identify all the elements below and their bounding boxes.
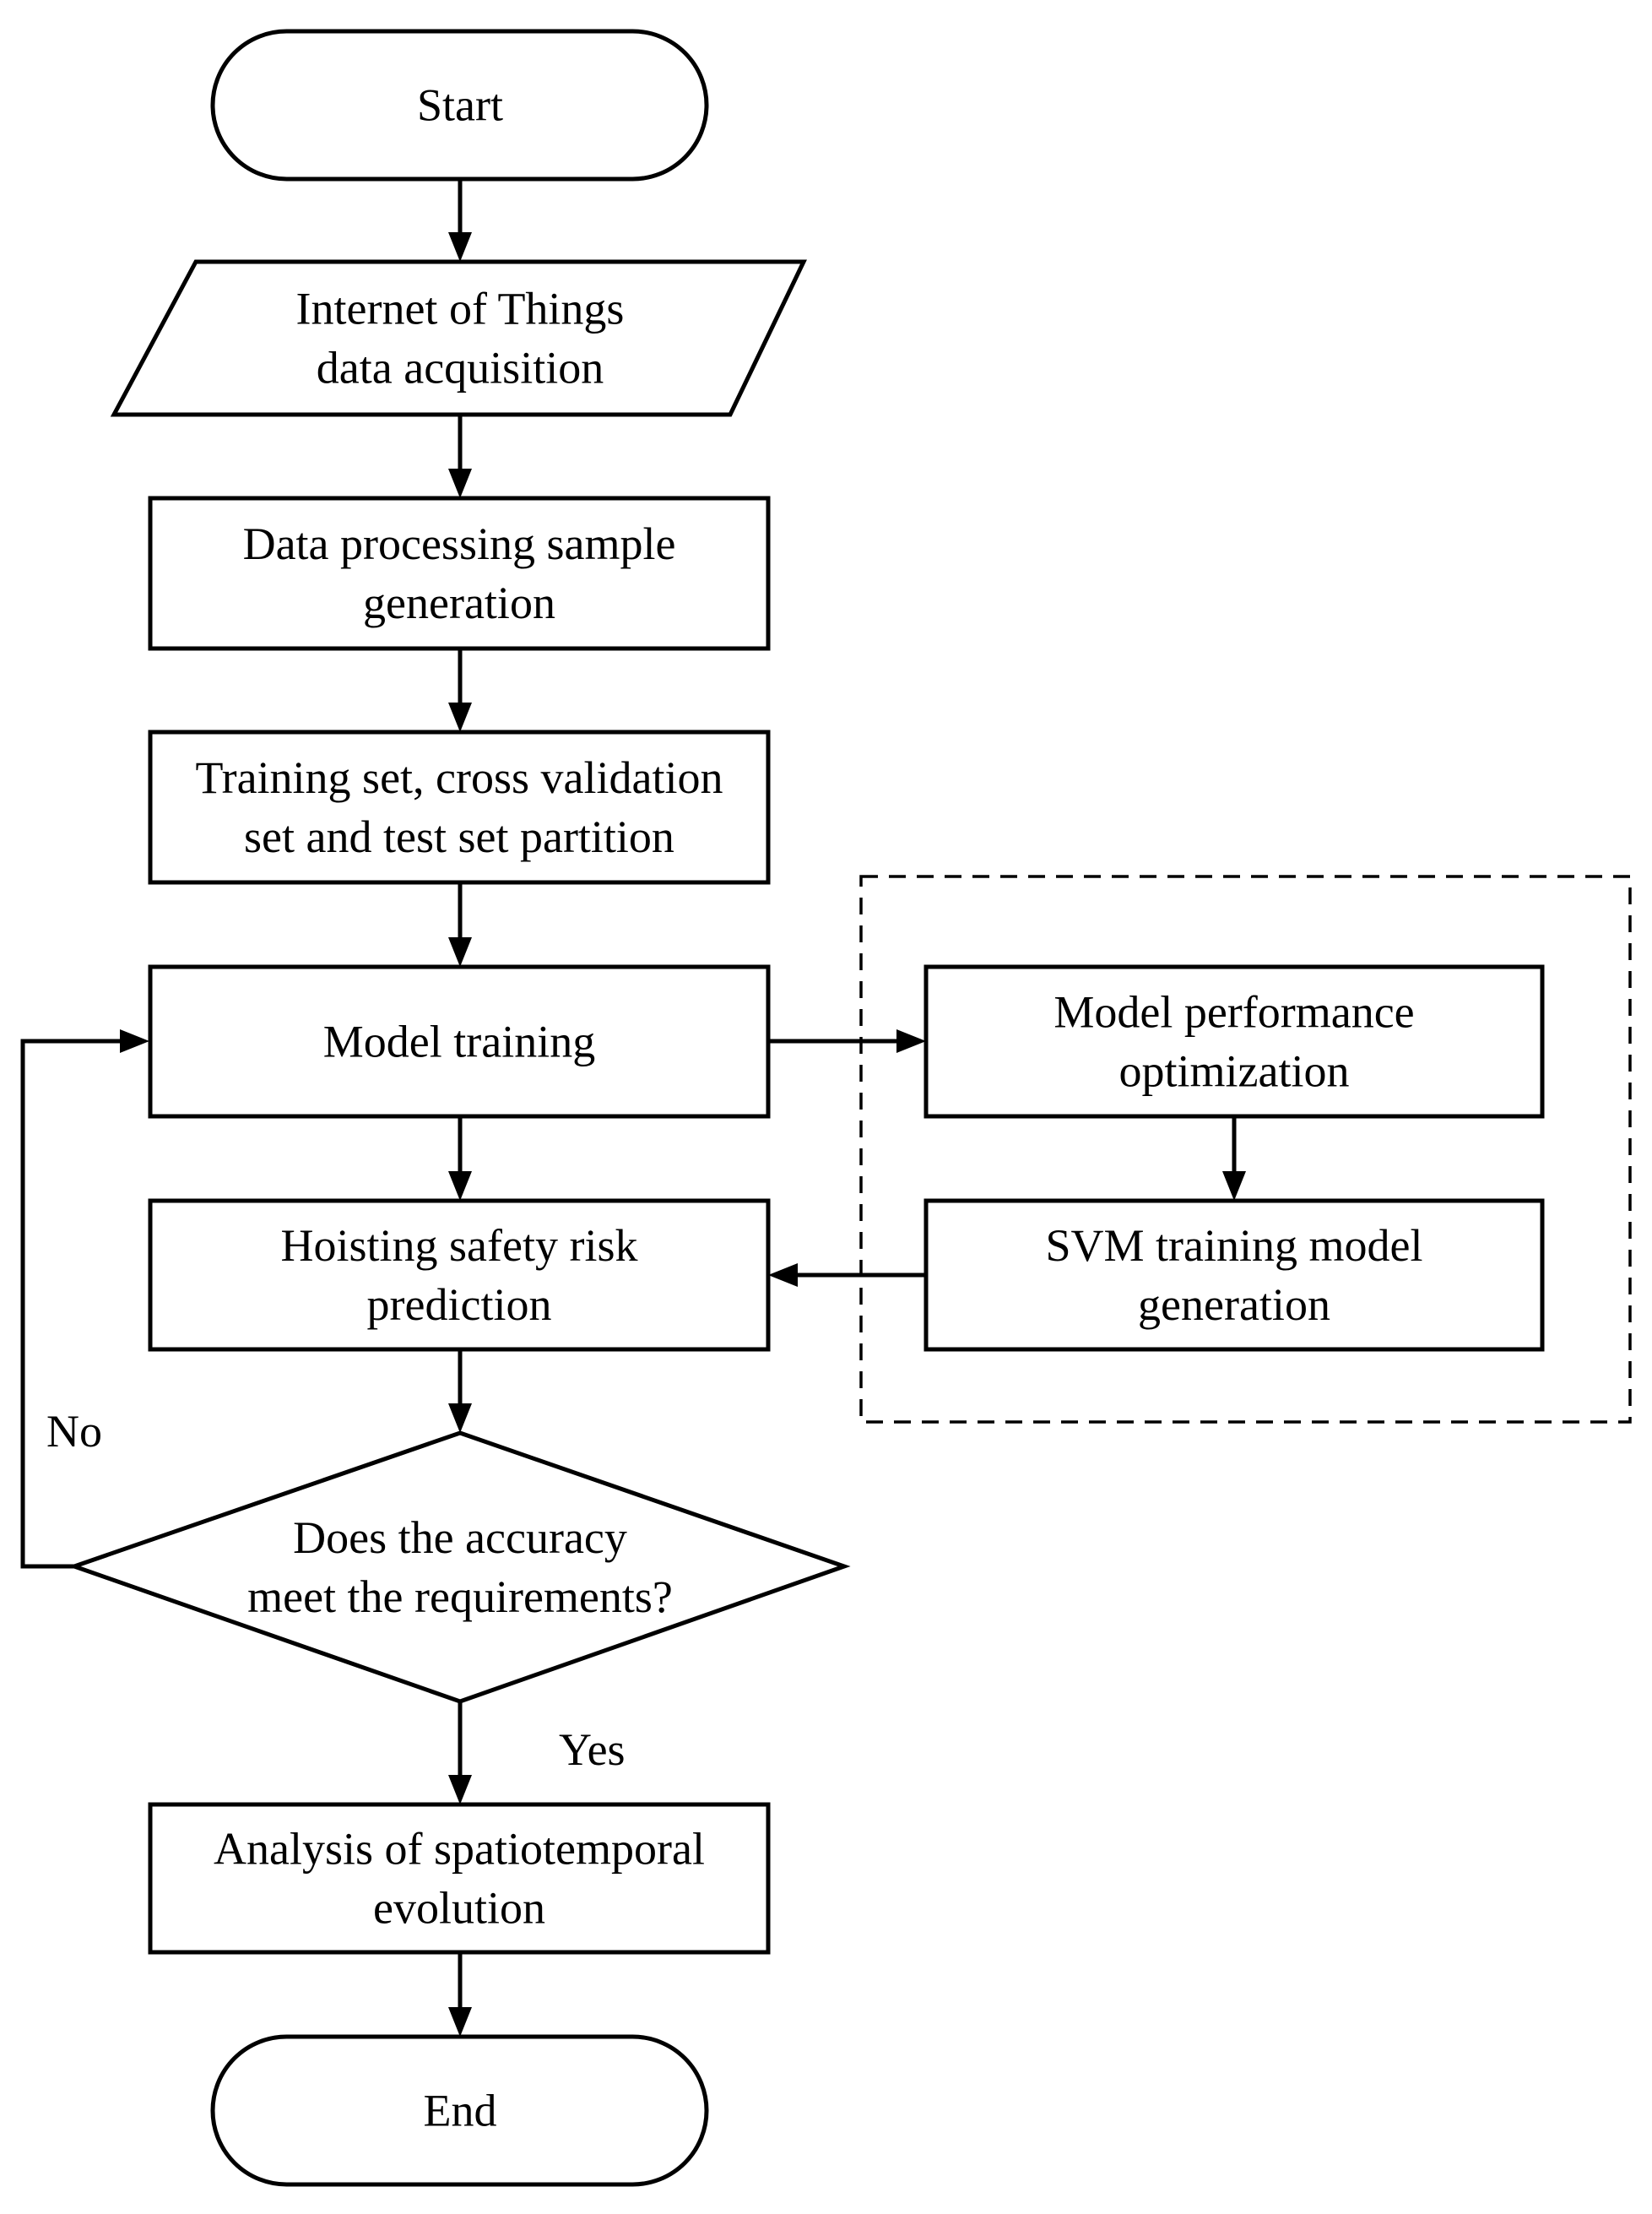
node-iot: Internet of Things data acquisition [110,259,807,417]
label-line: Training set, cross validation [196,752,723,803]
edge-label-yes: Yes [559,1724,626,1775]
edge-prediction-to-decision [448,1349,472,1433]
label-line: Data processing sample [243,518,676,569]
label-line: Model training [323,1017,595,1067]
label-line: data acquisition [317,343,604,393]
edge-svm-to-prediction [768,1263,926,1287]
node-optimization-label: Model performance optimization [1053,987,1414,1097]
node-decision-label: Does the accuracy meet the requirements? [247,1512,673,1622]
edge-processing-to-partition [448,648,472,732]
label-line: Hoisting safety risk [281,1220,638,1271]
label-line: set and test set partition [244,811,674,862]
node-prediction: Hoisting safety risk prediction [148,1198,771,1352]
node-start-label: Start [417,80,503,131]
edge-decision-to-analysis [448,1701,472,1804]
edge-analysis-to-end [448,1952,472,2037]
connectors [20,179,1246,2037]
edge-label-no: No [46,1406,102,1457]
node-partition: Training set, cross validation set and te… [148,730,771,885]
label-line: End [424,2086,497,2136]
label-line: Start [417,80,503,131]
label-line: Analysis of spatiotemporal [214,1824,705,1875]
node-training-label: Model training [323,1017,595,1067]
label-line: optimization [1119,1046,1350,1097]
label-line: prediction [367,1279,552,1330]
edge-partition-to-training [448,882,472,967]
label-line: Model performance [1053,987,1414,1038]
node-analysis-label: Analysis of spatiotemporal evolution [214,1824,705,1934]
svm-module-dashed-group [859,875,1632,1424]
edge-optimization-to-svm [1222,1116,1246,1201]
node-svm: SVM training model generation [923,1198,1545,1352]
node-end-label: End [424,2086,497,2136]
label-line: Does the accuracy [293,1512,627,1563]
edge-training-to-prediction [448,1116,472,1201]
node-optimization: Model performance optimization [923,964,1545,1119]
label-line: SVM training model [1046,1220,1423,1271]
edge-start-to-iot [448,179,472,262]
label-line: meet the requirements? [247,1571,673,1622]
edge-training-to-optimization [768,1029,926,1053]
label-line: generation [363,578,555,628]
node-end: End [210,2034,709,2187]
node-training: Model training [148,964,771,1119]
node-processing: Data processing sample generation [148,496,771,651]
node-analysis: Analysis of spatiotemporal evolution [148,1802,771,1955]
label-line: evolution [373,1883,545,1934]
node-prediction-label: Hoisting safety risk prediction [281,1220,638,1330]
edge-decision-no-loop [20,1029,149,1569]
node-start: Start [210,29,709,182]
node-iot-label: Internet of Things data acquisition [296,284,625,393]
node-processing-label: Data processing sample generation [243,518,676,628]
label-line: generation [1138,1279,1330,1330]
label-line: Internet of Things [296,284,625,334]
node-svm-label: SVM training model generation [1046,1220,1423,1330]
edge-iot-to-processing [448,415,472,498]
node-partition-label: Training set, cross validation set and te… [196,752,723,862]
node-decision: Does the accuracy meet the requirements? [68,1430,851,1704]
